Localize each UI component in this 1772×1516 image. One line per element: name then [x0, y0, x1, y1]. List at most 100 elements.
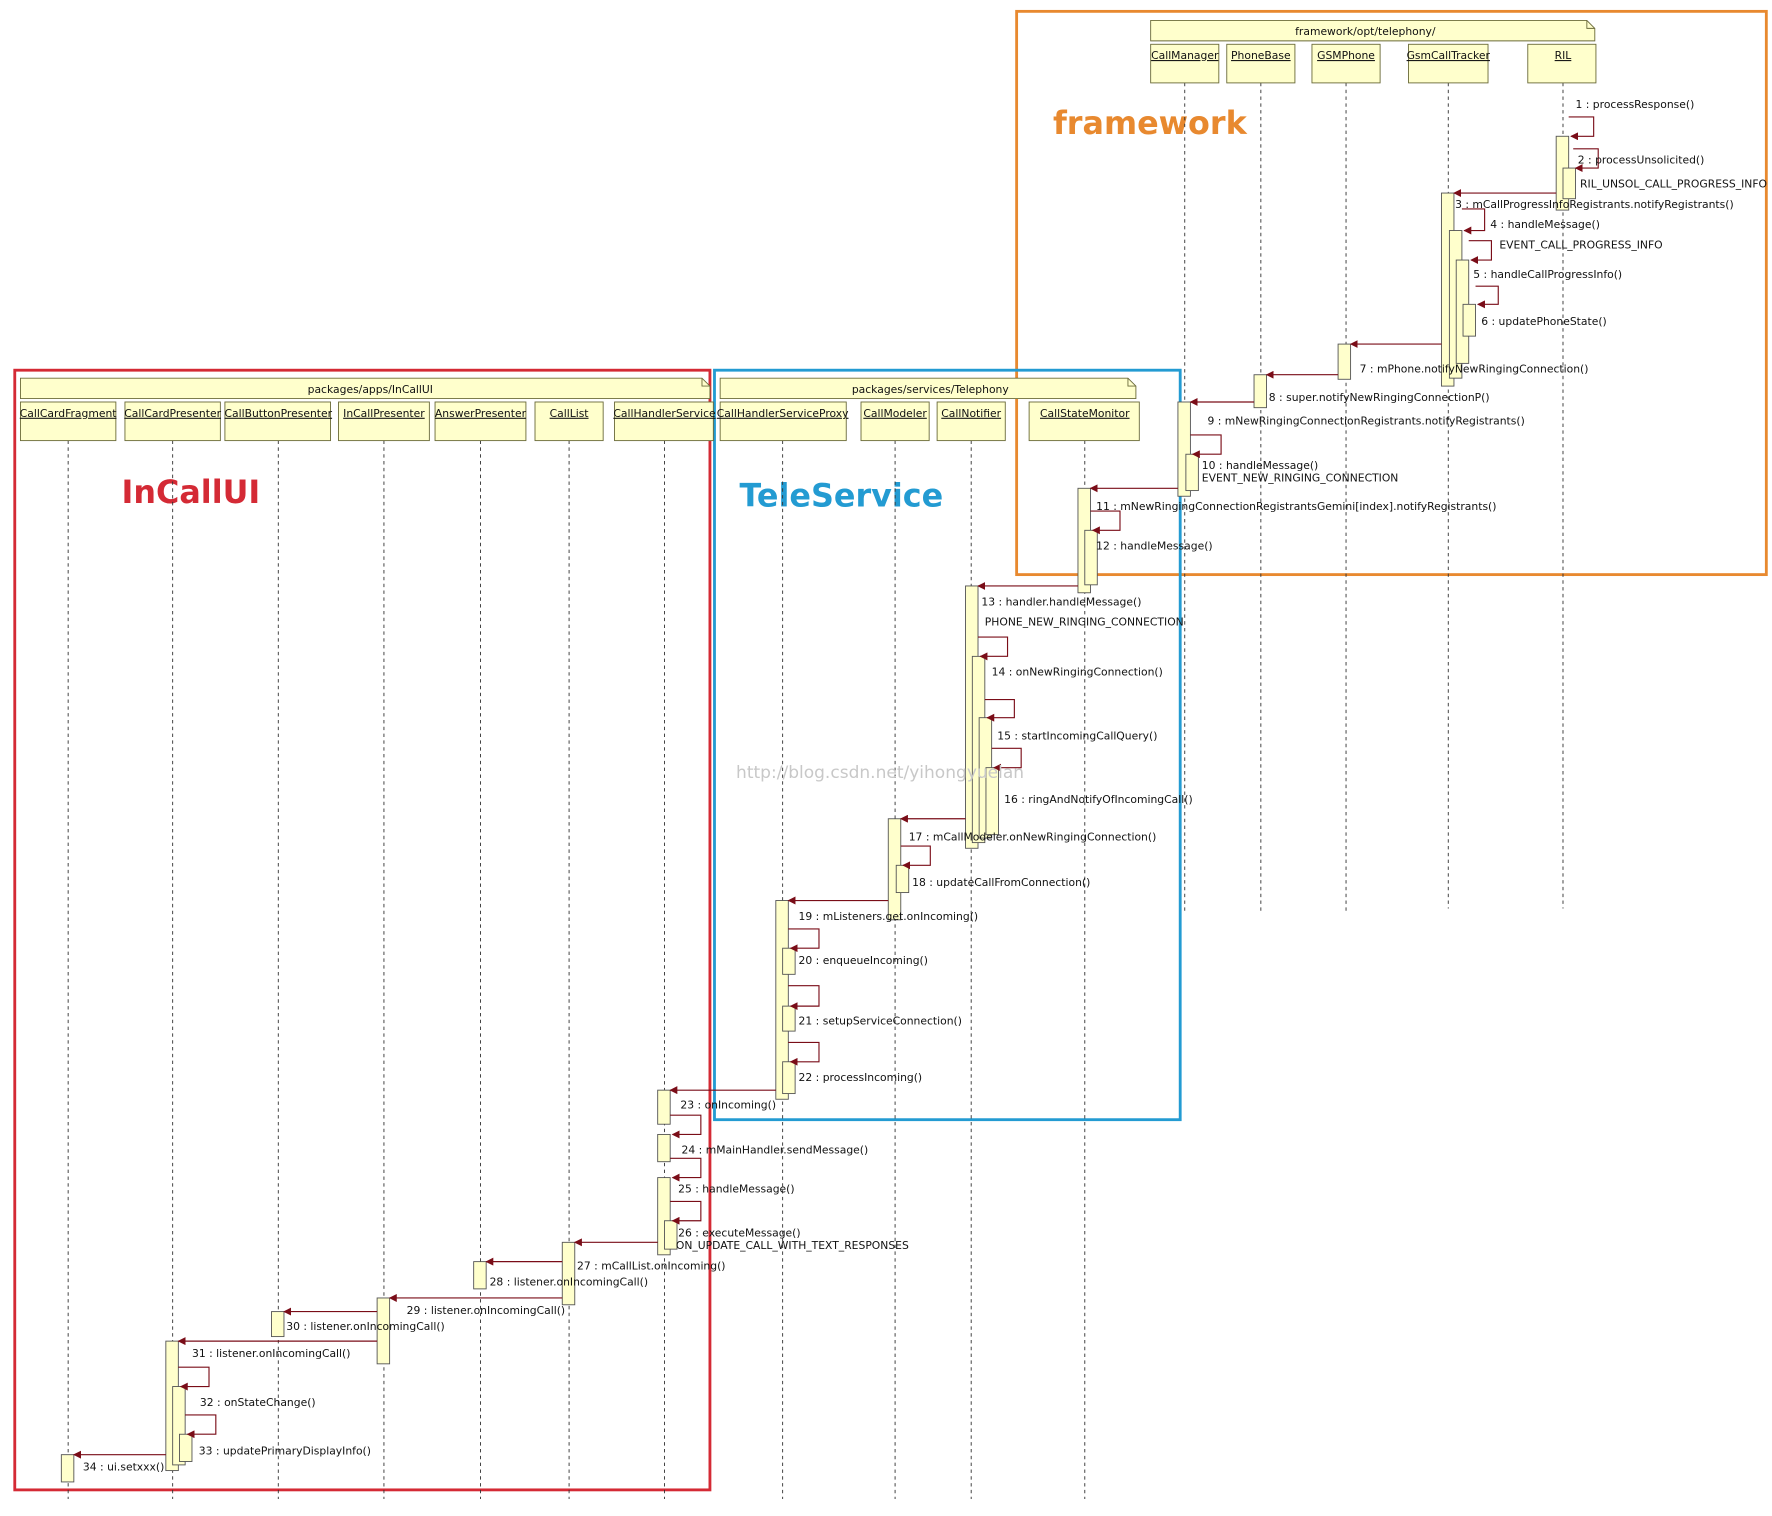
package-header-incallui: packages/apps/InCallUI — [19, 377, 711, 400]
message-14: 14 : onNewRingingConnection() — [978, 636, 1163, 679]
teleservice-title: TeleService — [739, 477, 943, 514]
incallui-title: InCallUI — [122, 474, 261, 511]
message-label: 23 : onIncoming() — [680, 1098, 776, 1111]
package-header-teleservice: packages/services/Telephony — [719, 377, 1137, 400]
message-label: 32 : onStateChange() — [200, 1396, 316, 1409]
message-label: 33 : updatePrimaryDisplayInfo() — [199, 1445, 371, 1458]
message-label: 12 : handleMessage() — [1096, 540, 1212, 553]
activation-bar — [657, 1089, 671, 1125]
lifeline-gsmcalltracker: GsmCallTracker — [1407, 43, 1491, 909]
lifeline-label-phonebase: PhoneBase — [1231, 49, 1291, 62]
message-label: 26 : executeMessage() — [678, 1227, 800, 1240]
message-label: 4 : handleMessage() — [1490, 218, 1600, 231]
message-label: 7 : mPhone.notifyNewRingingConnection() — [1360, 362, 1589, 375]
message-label: 10 : handleMessage() — [1202, 459, 1318, 472]
messages: 1 : processResponse() 2 : processUnsolici… — [73, 98, 1767, 1474]
message-label: 28 : listener.onIncomingCall() — [490, 1275, 648, 1288]
message-27: 27 : mCallList.onIncoming() — [573, 1238, 726, 1273]
watermark: http://blog.csdn.net/yihongyuelan — [736, 763, 1024, 783]
message-label: 25 : handleMessage() — [678, 1182, 794, 1195]
self-call-arrow — [978, 636, 1009, 661]
lifeline-callmanager: CallManager — [1150, 43, 1220, 915]
message-label: 15 : startIncomingCallQuery() — [997, 729, 1157, 742]
message-label: 6 : updatePhoneState() — [1481, 315, 1607, 328]
message-label: 24 : mMainHandler.sendMessage() — [682, 1144, 869, 1157]
lifeline-gsmphone: GSMPhone — [1311, 43, 1381, 915]
self-call-arrow — [185, 1414, 217, 1439]
activation-bar — [895, 864, 910, 894]
lifeline-label-gsmcalltracker: GsmCallTracker — [1407, 49, 1491, 62]
lifeline-label-callhandlerserviceproxy: CallHandlerServiceProxy — [717, 407, 849, 420]
activation-bar — [985, 767, 999, 836]
lifeline-label-callcardpresenter: CallCardPresenter — [124, 407, 221, 420]
framework-frame — [1015, 9, 1768, 577]
message-label: 17 : mCallModeler.onNewRingingConnection… — [909, 830, 1157, 843]
message-10: 10 : handleMessage()EVENT_NEW_RINGING_CO… — [1190, 434, 1398, 484]
activation-bar — [664, 1220, 678, 1250]
activation-bar — [473, 1261, 487, 1290]
message-22: 22 : processIncoming() — [788, 1041, 923, 1084]
lifeline-callnotifier: CallNotifier — [936, 401, 1006, 1499]
message-label: 22 : processIncoming() — [799, 1071, 923, 1084]
message-34: 34 : ui.setxxx() — [73, 1450, 166, 1474]
message-label: 16 : ringAndNotifyOfIncomingCall() — [1004, 793, 1193, 806]
self-call-arrow — [788, 1041, 820, 1066]
activation-bar — [782, 1061, 796, 1095]
message-9: 9 : mNewRingingConnectionRegistrants.not… — [1189, 398, 1525, 428]
package-label-teleservice: packages/services/Telephony — [852, 383, 1010, 396]
lifeline-label-callbuttonpresenter: CallButtonPresenter — [224, 407, 332, 420]
message-label: 1 : processResponse() — [1575, 98, 1694, 111]
self-call-arrow — [1468, 240, 1493, 265]
message-label: 5 : handleCallProgressInfo() — [1473, 268, 1622, 281]
lifeline-label-gsmphone: GSMPhone — [1317, 49, 1375, 62]
activation-bar — [179, 1433, 193, 1462]
message-28: 28 : listener.onIncomingCall() — [485, 1257, 648, 1288]
message-17: 17 : mCallModeler.onNewRingingConnection… — [899, 814, 1157, 843]
message-label: 29 : listener.onIncomingCall() — [407, 1304, 565, 1317]
activation-bar — [782, 947, 796, 975]
message-11: 11 : mNewRingingConnectionRegistrantsGem… — [1089, 484, 1496, 513]
message-8: 8 : super.notifyNewRingingConnectionP() — [1265, 370, 1490, 404]
lifeline-label-calllist: CallList — [550, 407, 589, 420]
activation-bar — [1253, 374, 1267, 409]
self-call-arrow — [670, 1114, 702, 1139]
message-note: ON_UPDATE_CALL_WITH_TEXT_RESPONSES — [676, 1239, 909, 1252]
self-call-arrow — [788, 985, 820, 1011]
message-label: 3 : mCallProgressInfoRegistrants.notifyR… — [1455, 198, 1734, 211]
self-call-arrow — [1190, 434, 1222, 459]
message-26: 26 : executeMessage()ON_UPDATE_CALL_WITH… — [670, 1200, 909, 1252]
message-label: 19 : mListeners.get.onIncoming() — [799, 910, 979, 923]
teleservice-frame — [713, 368, 1182, 1122]
lifeline-ril: RIL — [1527, 43, 1597, 909]
lifeline-label-callnotifier: CallNotifier — [941, 407, 1001, 420]
activation-bar — [657, 1133, 671, 1163]
message-label: 18 : updateCallFromConnection() — [912, 876, 1090, 889]
message-label: 11 : mNewRingingConnectionRegistrantsGem… — [1096, 500, 1496, 513]
lifeline-label-callstatemonitor: CallStateMonitor — [1040, 407, 1130, 420]
message-19: 19 : mListeners.get.onIncoming() — [787, 896, 979, 923]
activation-bar — [1185, 453, 1199, 492]
message-29: 29 : listener.onIncomingCall() — [388, 1293, 565, 1317]
activation-bar — [1462, 303, 1476, 337]
message-2: 2 : processUnsolicited()RIL_UNSOL_CALL_P… — [1573, 148, 1767, 190]
message-13: 13 : handler.handleMessage()PHONE_NEW_RI… — [977, 581, 1184, 629]
framework-title: framework — [1053, 105, 1248, 142]
message-16: 16 : ringAndNotifyOfIncomingCall() — [991, 747, 1193, 806]
message-5: 5 : handleCallProgressInfo() — [1468, 240, 1622, 281]
self-call-arrow — [670, 1157, 702, 1182]
message-note: EVENT_CALL_PROGRESS_INFO — [1499, 239, 1662, 252]
message-30: 30 : listener.onIncomingCall() — [283, 1307, 445, 1333]
message-32: 32 : onStateChange() — [178, 1366, 316, 1409]
self-call-arrow — [178, 1366, 210, 1391]
message-label: 14 : onNewRingingConnection() — [992, 666, 1163, 679]
message-label: 20 : enqueueIncoming() — [799, 954, 928, 967]
lifeline-answerpresenter: AnswerPresenter — [434, 401, 527, 1499]
message-label: 27 : mCallList.onIncoming() — [577, 1260, 725, 1273]
message-label: 34 : ui.setxxx() — [83, 1461, 164, 1474]
self-call-arrow — [1568, 116, 1595, 141]
message-1: 1 : processResponse() — [1568, 98, 1694, 141]
activation-bar — [271, 1311, 285, 1338]
lifeline-label-callhandlerservice: CallHandlerService — [613, 407, 716, 420]
activation-bar — [60, 1454, 75, 1483]
